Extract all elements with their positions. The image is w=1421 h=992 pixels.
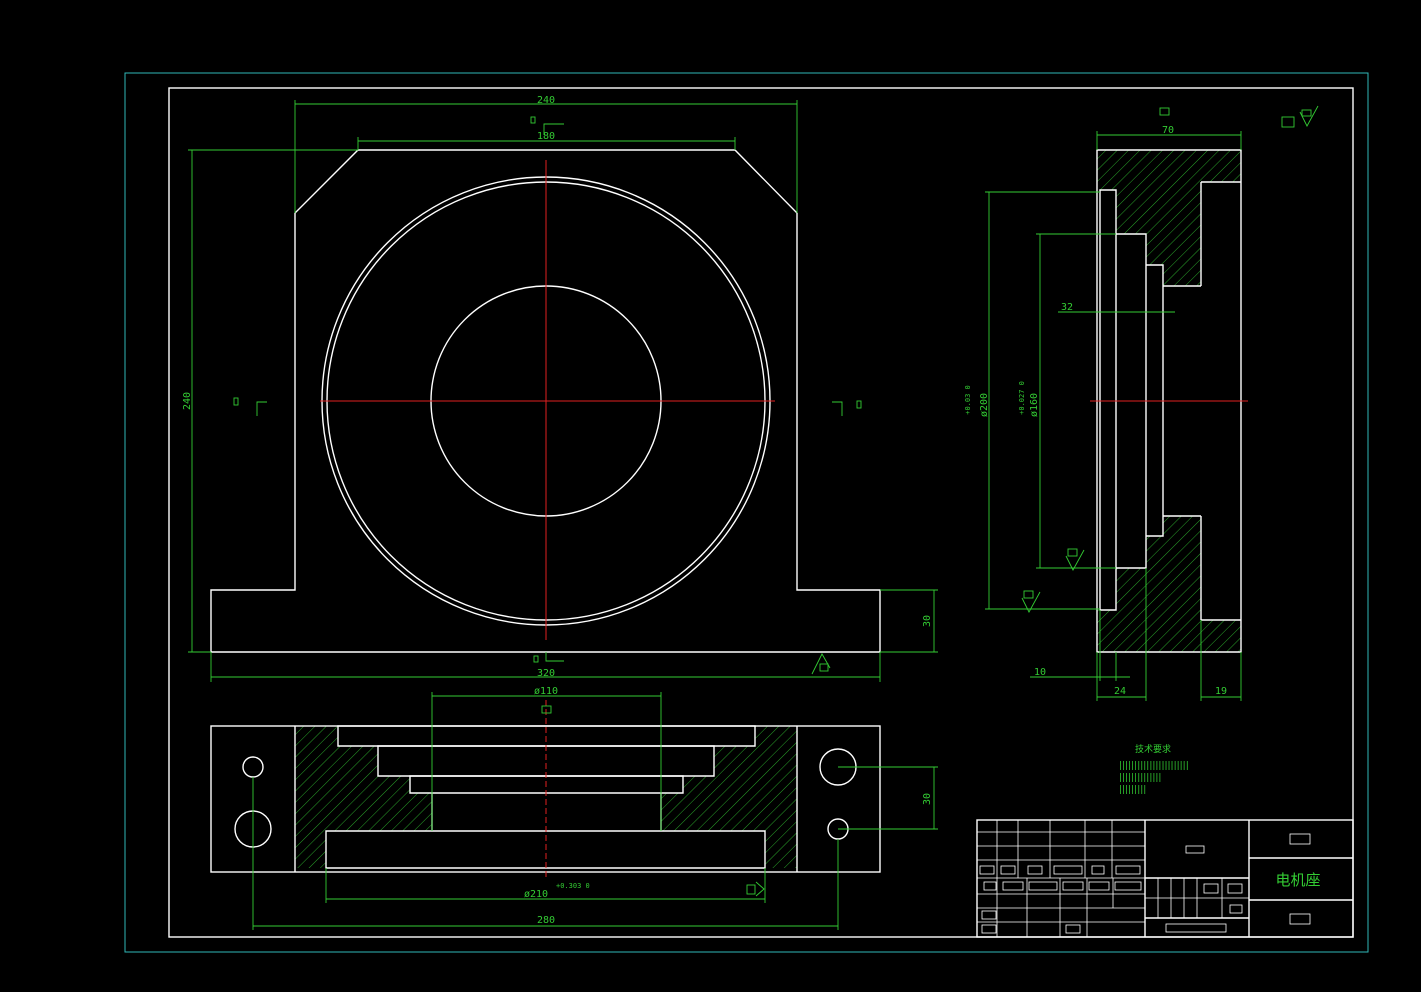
outer-frame	[124, 72, 1369, 953]
dim-32: 32	[1061, 302, 1073, 313]
dim-side-width: 70	[1162, 125, 1174, 136]
dim-flat-top: 180	[537, 131, 555, 142]
dim-bore-inner-tol: +0.027 0	[1018, 381, 1026, 415]
dim-hole-spacing: 280	[537, 915, 555, 926]
dim-base-height: 30	[922, 615, 933, 627]
front-view: 240 180 240 320 30	[182, 95, 938, 682]
dim-19: 19	[1215, 686, 1227, 697]
drawing-border	[168, 87, 1354, 938]
tech-req-line-1: |||||||||||||||||||||||	[1119, 761, 1189, 771]
section-mark-icon	[1159, 107, 1170, 116]
dim-top-bore: ø110	[534, 686, 558, 697]
tech-req-line-3: |||||||||	[1119, 785, 1146, 795]
roughness-icon	[1021, 591, 1041, 613]
roughness-icon	[755, 881, 765, 897]
dim-24: 24	[1114, 686, 1126, 697]
technical-requirements: 技术要求 ||||||||||||||||||||||| |||||||||||…	[1119, 743, 1189, 795]
tech-req-heading: 技术要求	[1135, 743, 1171, 755]
roughness-icon	[1065, 549, 1085, 571]
roughness-icon	[811, 653, 831, 675]
section-mark-icon	[530, 116, 536, 124]
section-mark-icon	[541, 705, 552, 714]
side-view: 70 ø200 +0.03 0 ø160 +0.027 0 32 10	[964, 105, 1319, 701]
section-mark-icon	[233, 397, 239, 406]
dim-10: 10	[1034, 667, 1046, 678]
dim-top-height: 30	[922, 793, 933, 805]
section-mark-icon	[533, 655, 539, 663]
dim-bore-outer-tol: +0.03 0	[964, 385, 972, 415]
dim-bore-inner: ø160	[1029, 393, 1040, 417]
dim-base-width: 320	[537, 668, 555, 679]
title-block: 电机座	[976, 819, 1354, 938]
tech-req-line-2: ||||||||||||||	[1119, 773, 1161, 783]
top-view: ø110 30 ø210 +0.303 0 280	[210, 686, 938, 930]
dim-top-width: 240	[537, 95, 555, 106]
dim-counterbore-tol: +0.303 0	[556, 882, 590, 890]
dim-counterbore: ø210	[524, 889, 548, 900]
dim-bore-outer: ø200	[979, 393, 990, 417]
part-name: 电机座	[1275, 871, 1320, 889]
roughness-icon	[1299, 105, 1319, 127]
section-mark-icon	[856, 400, 862, 409]
dim-height: 240	[182, 392, 193, 410]
